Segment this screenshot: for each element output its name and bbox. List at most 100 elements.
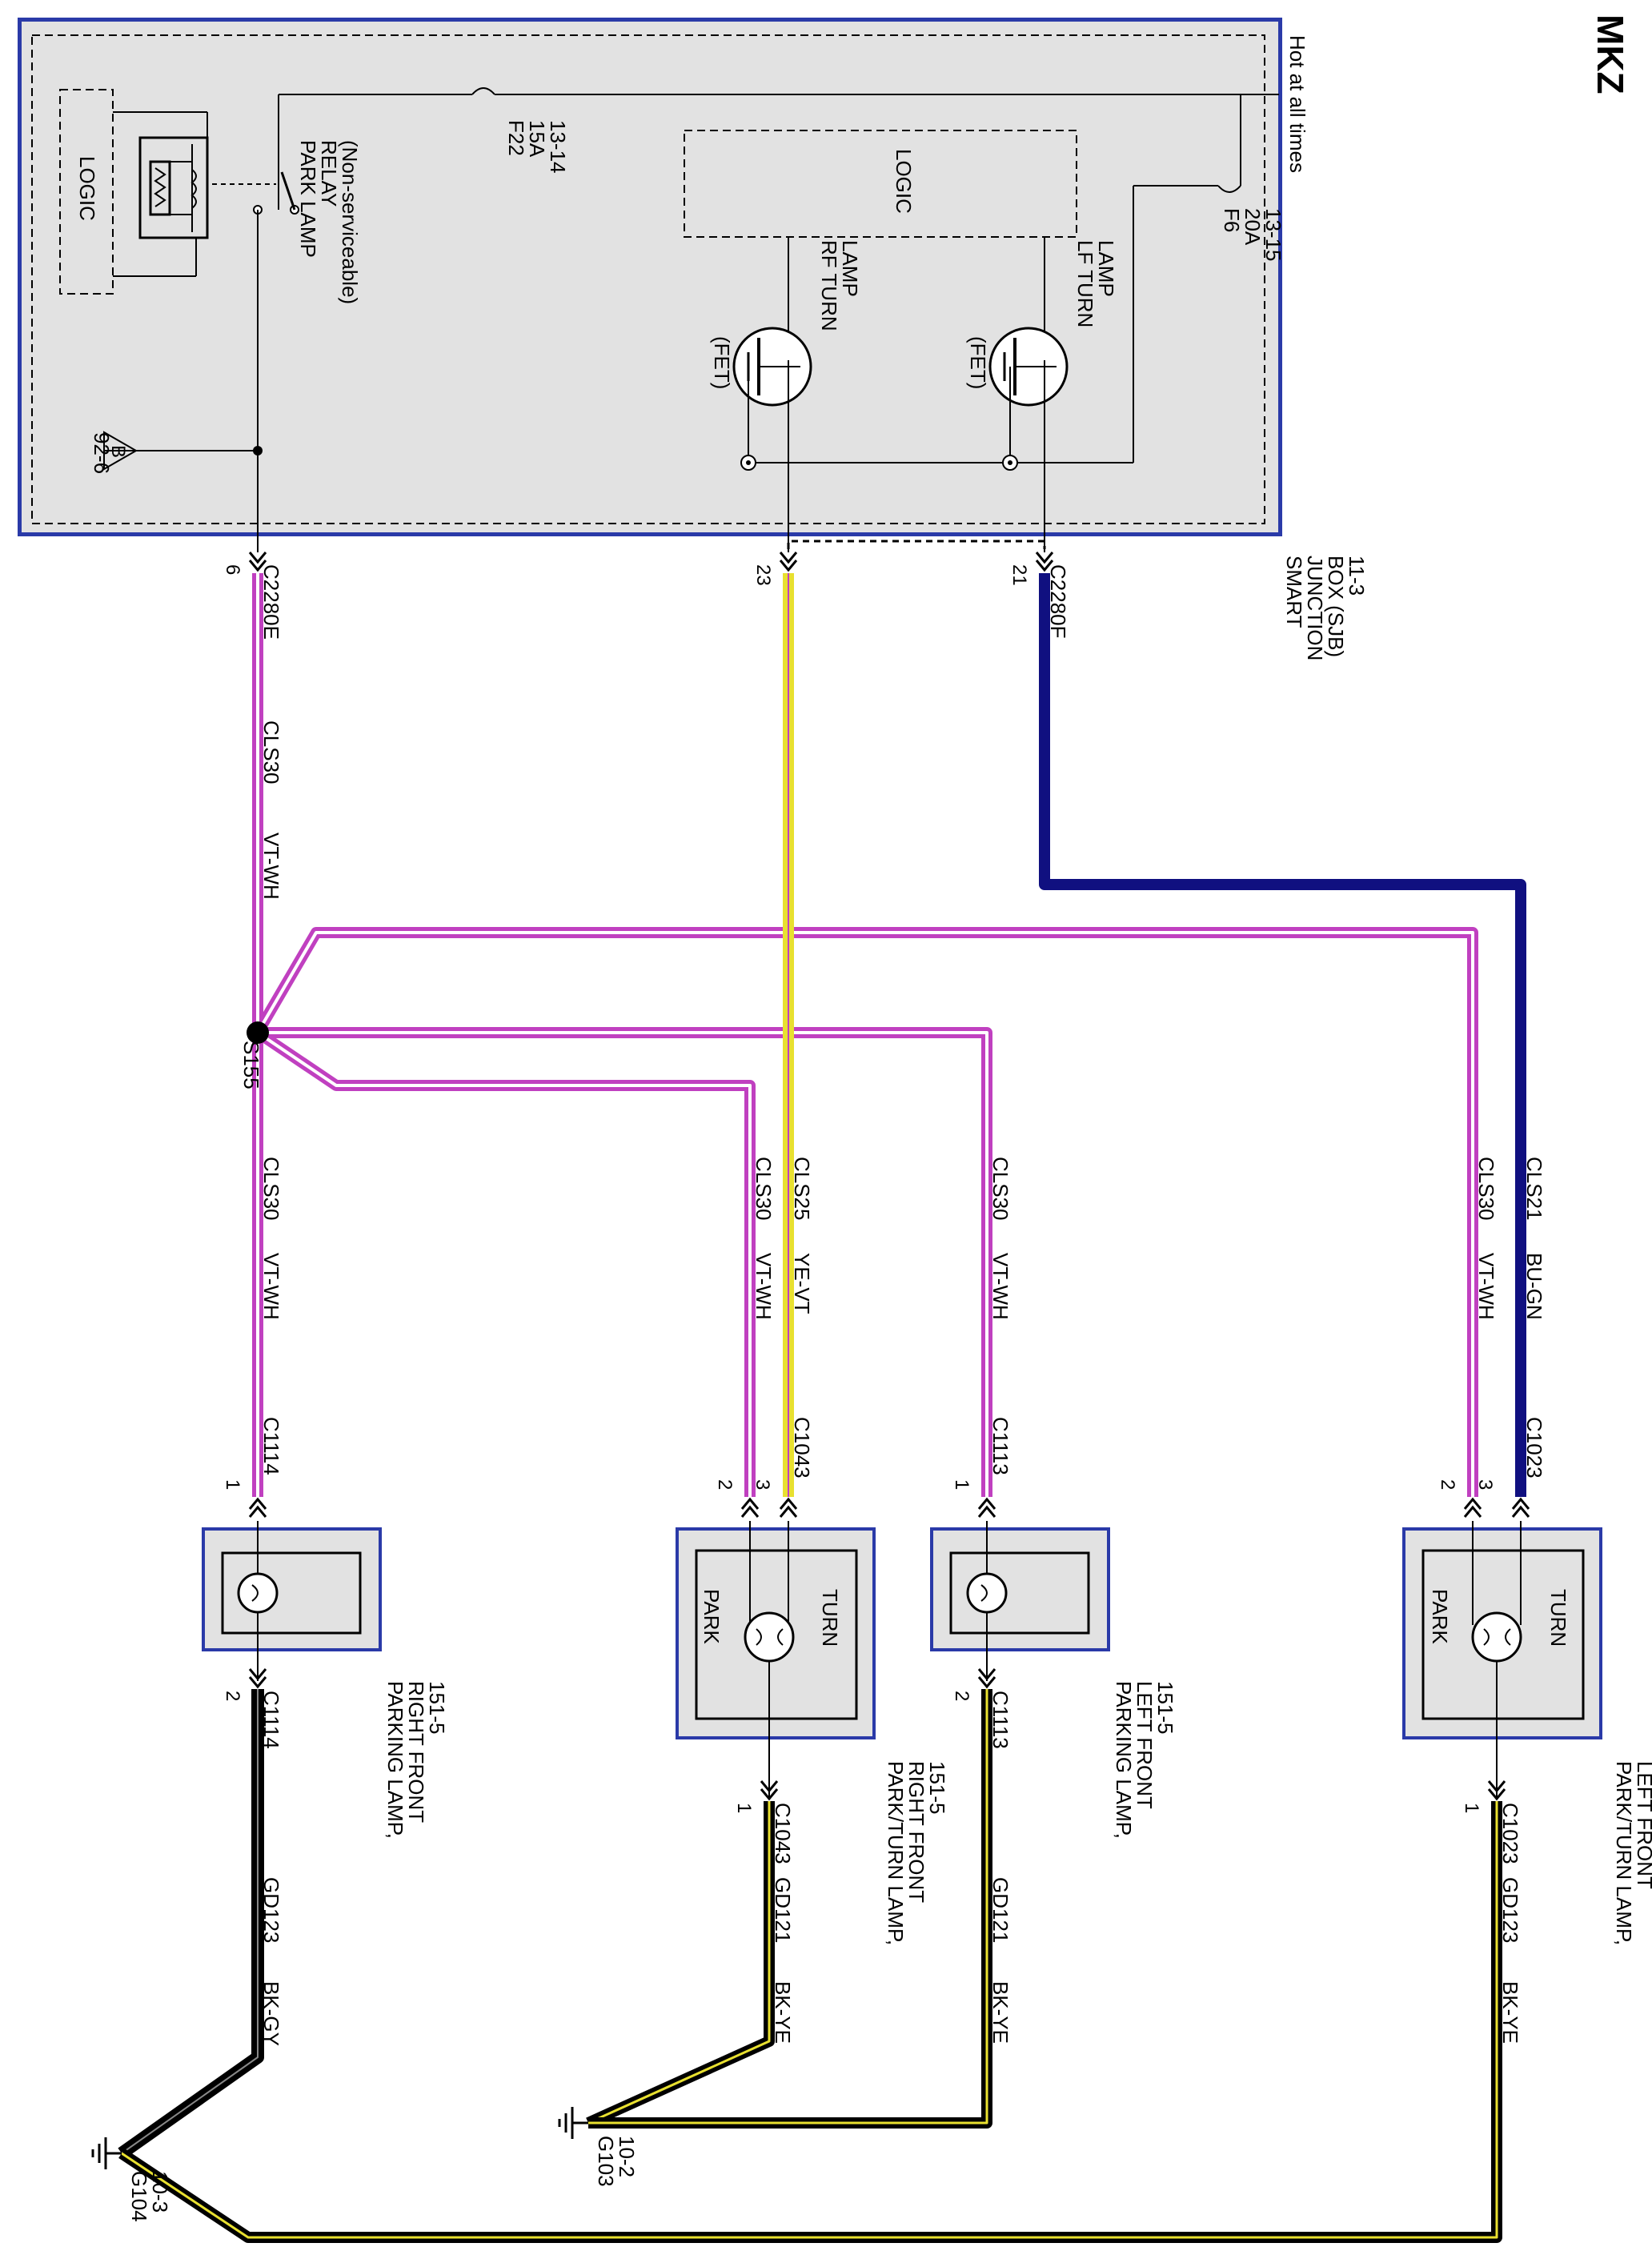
- park-lamp-relay: [113, 111, 299, 277]
- wire-label-vtwh-lf: VT-WH: [988, 1253, 1012, 1320]
- logic-box-center: [684, 130, 1077, 238]
- pin-2-lf-park-bottom: 2: [951, 1691, 972, 1701]
- wire-cls21-bu-gn: [1039, 573, 1526, 1497]
- svg-text:F6: F6: [1220, 208, 1244, 232]
- wire-label-cls21: CLS21: [1522, 1157, 1546, 1221]
- wire-gd123-bk-gy: [118, 1689, 264, 2159]
- pin-3-rfpt: 3: [752, 1479, 773, 1490]
- sjb-ground-icon: B: [103, 431, 138, 471]
- smart-junction-box: [18, 18, 1282, 536]
- svg-text:13-14: 13-14: [546, 120, 570, 174]
- pin-6: 6: [222, 564, 243, 575]
- svg-text:RIGHT FRONT: RIGHT FRONT: [904, 1761, 928, 1903]
- svg-text:15A: 15A: [525, 120, 549, 158]
- fuse-f22-label: F22 15A 13-14: [504, 120, 570, 174]
- g103-label: G103 10-2: [594, 2136, 639, 2187]
- connector-c2280-chevrons: [248, 552, 1054, 572]
- pin-1-lf-park: 1: [951, 1479, 972, 1490]
- svg-text:151-5: 151-5: [1153, 1681, 1177, 1735]
- wire-label-vtwh-lfpt: VT-WH: [1474, 1253, 1498, 1320]
- wire-label-cls30-upper: CLS30: [259, 720, 283, 784]
- rf-park-turn-lamp-label: PARK/TURN LAMP, RIGHT FRONT 151-5: [884, 1761, 949, 1945]
- wire-label-bugn: BU-GN: [1522, 1253, 1546, 1320]
- svg-text:PARKING LAMP,: PARKING LAMP,: [1112, 1681, 1136, 1839]
- svg-text:13-15: 13-15: [1261, 208, 1285, 262]
- ground-g104-icon: [91, 2137, 122, 2169]
- svg-text:LAMP: LAMP: [1094, 240, 1118, 297]
- svg-text:F22: F22: [504, 120, 528, 156]
- rf-fet-label: (FET): [710, 336, 734, 389]
- pin-2-rf-park-bottom: 2: [222, 1691, 243, 1701]
- c1023-top-label: C1023: [1522, 1417, 1546, 1479]
- lamp-top-chevrons: [248, 1497, 1530, 1518]
- wire-label-cls30-rf: CLS30: [259, 1157, 283, 1221]
- sjb-ground-ref: 92-6: [90, 432, 114, 474]
- svg-text:20A: 20A: [1241, 208, 1265, 246]
- pin-1-lfpt-bottom: 1: [1461, 1803, 1482, 1813]
- lf-park-turn-lamp-label: PARK/TURN LAMP, LEFT FRONT 151-5: [1612, 1761, 1652, 1945]
- pin-23: 23: [752, 564, 774, 586]
- rf-parking-lamp: [202, 1521, 382, 1681]
- wire-label-bkye-lf: BK-YE: [988, 1981, 1012, 2044]
- lf-parking-lamp: [930, 1521, 1110, 1681]
- svg-text:SMART: SMART: [1282, 556, 1306, 628]
- pin-1-rfpt-bottom: 1: [733, 1803, 755, 1813]
- wire-label-gd121-lf: GD121: [988, 1877, 1012, 1943]
- logic-box-left: [59, 89, 114, 295]
- svg-text:JUNCTION: JUNCTION: [1303, 556, 1327, 660]
- svg-text:B: B: [107, 445, 129, 458]
- svg-text:RF TURN: RF TURN: [817, 240, 841, 331]
- power-bus: [128, 87, 1279, 552]
- c1113-top-label: C1113: [988, 1417, 1012, 1475]
- svg-text:151-5: 151-5: [425, 1681, 449, 1735]
- relay-output-junction: [253, 446, 263, 455]
- svg-text:LEFT FRONT: LEFT FRONT: [1133, 1681, 1157, 1809]
- pin-21: 21: [1008, 564, 1030, 586]
- lf-park-turn-lamp: [1402, 1521, 1602, 1797]
- rf-turn-lamp-label: TURN: [818, 1589, 842, 1647]
- lf-turn-label: LF TURN LAMP: [1073, 240, 1118, 327]
- svg-text:151-5: 151-5: [925, 1761, 949, 1815]
- svg-text:BOX (SJB): BOX (SJB): [1324, 556, 1348, 657]
- wire-label-cls30-lf: CLS30: [988, 1157, 1012, 1221]
- wire-label-vtwh-upper: VT-WH: [259, 833, 283, 900]
- svg-text:Hot at all times: Hot at all times: [1285, 35, 1309, 173]
- page-title: MKZ: [1590, 14, 1631, 94]
- svg-text:10-2: 10-2: [615, 2136, 639, 2177]
- pin-3-lfpt: 3: [1474, 1479, 1496, 1490]
- svg-text:LEFT FRONT: LEFT FRONT: [1633, 1761, 1652, 1889]
- wire-label-vtwh-rf: VT-WH: [259, 1253, 283, 1320]
- sjb-name-label: SMART JUNCTION BOX (SJB) 11-3: [1282, 556, 1369, 660]
- wire-label-bkye-lfpt: BK-YE: [1498, 1981, 1522, 2044]
- wire-label-gd123-lfpt: GD123: [1498, 1877, 1522, 1943]
- rf-park-label: PARK: [700, 1589, 724, 1645]
- pin-1-rf-park: 1: [222, 1479, 243, 1490]
- pin-2-rfpt: 2: [714, 1479, 736, 1490]
- logic-center-label: LOGIC: [892, 149, 916, 214]
- c1043-top-label: C1043: [790, 1417, 814, 1479]
- relay-label: PARK LAMP RELAY (Non-serviceable): [296, 140, 362, 304]
- wire-label-yevt: YE-VT: [790, 1253, 814, 1314]
- logic-left-label: LOGIC: [75, 156, 99, 221]
- wire-label-vtwh-rfpt: VT-WH: [752, 1253, 776, 1320]
- pin-2-lfpt: 2: [1437, 1479, 1458, 1490]
- wire-label-bkye-rfpt: BK-YE: [771, 1981, 795, 2044]
- rf-turn-label: RF TURN LAMP: [817, 240, 862, 331]
- dual-bulb-icon: [744, 1611, 795, 1663]
- wire-label-cls30-lfpt: CLS30: [1474, 1157, 1498, 1221]
- rf-park-turn-lamp: [676, 1521, 876, 1797]
- svg-text:RELAY: RELAY: [317, 140, 341, 207]
- lf-parking-lamp-label: PARKING LAMP, LEFT FRONT 151-5: [1112, 1681, 1177, 1839]
- lf-turn-fet-icon: [988, 237, 1069, 552]
- g104-label: G104 10-3: [127, 2171, 172, 2222]
- c1114-top-label: C1114: [259, 1417, 283, 1475]
- lamp-bottom-chevrons: [248, 1668, 1506, 1801]
- rf-turn-fet-icon: [732, 237, 812, 552]
- connector-c2280f-bracket: [787, 540, 1046, 549]
- svg-text:G103: G103: [594, 2136, 618, 2187]
- svg-text:11-3: 11-3: [1345, 556, 1369, 596]
- wire-label-cls25: CLS25: [790, 1157, 814, 1221]
- wire-label-gd121-rfpt: GD121: [771, 1877, 795, 1943]
- wire-label-gd123-rf: GD123: [259, 1877, 283, 1943]
- svg-text:PARK/TURN LAMP,: PARK/TURN LAMP,: [884, 1761, 908, 1945]
